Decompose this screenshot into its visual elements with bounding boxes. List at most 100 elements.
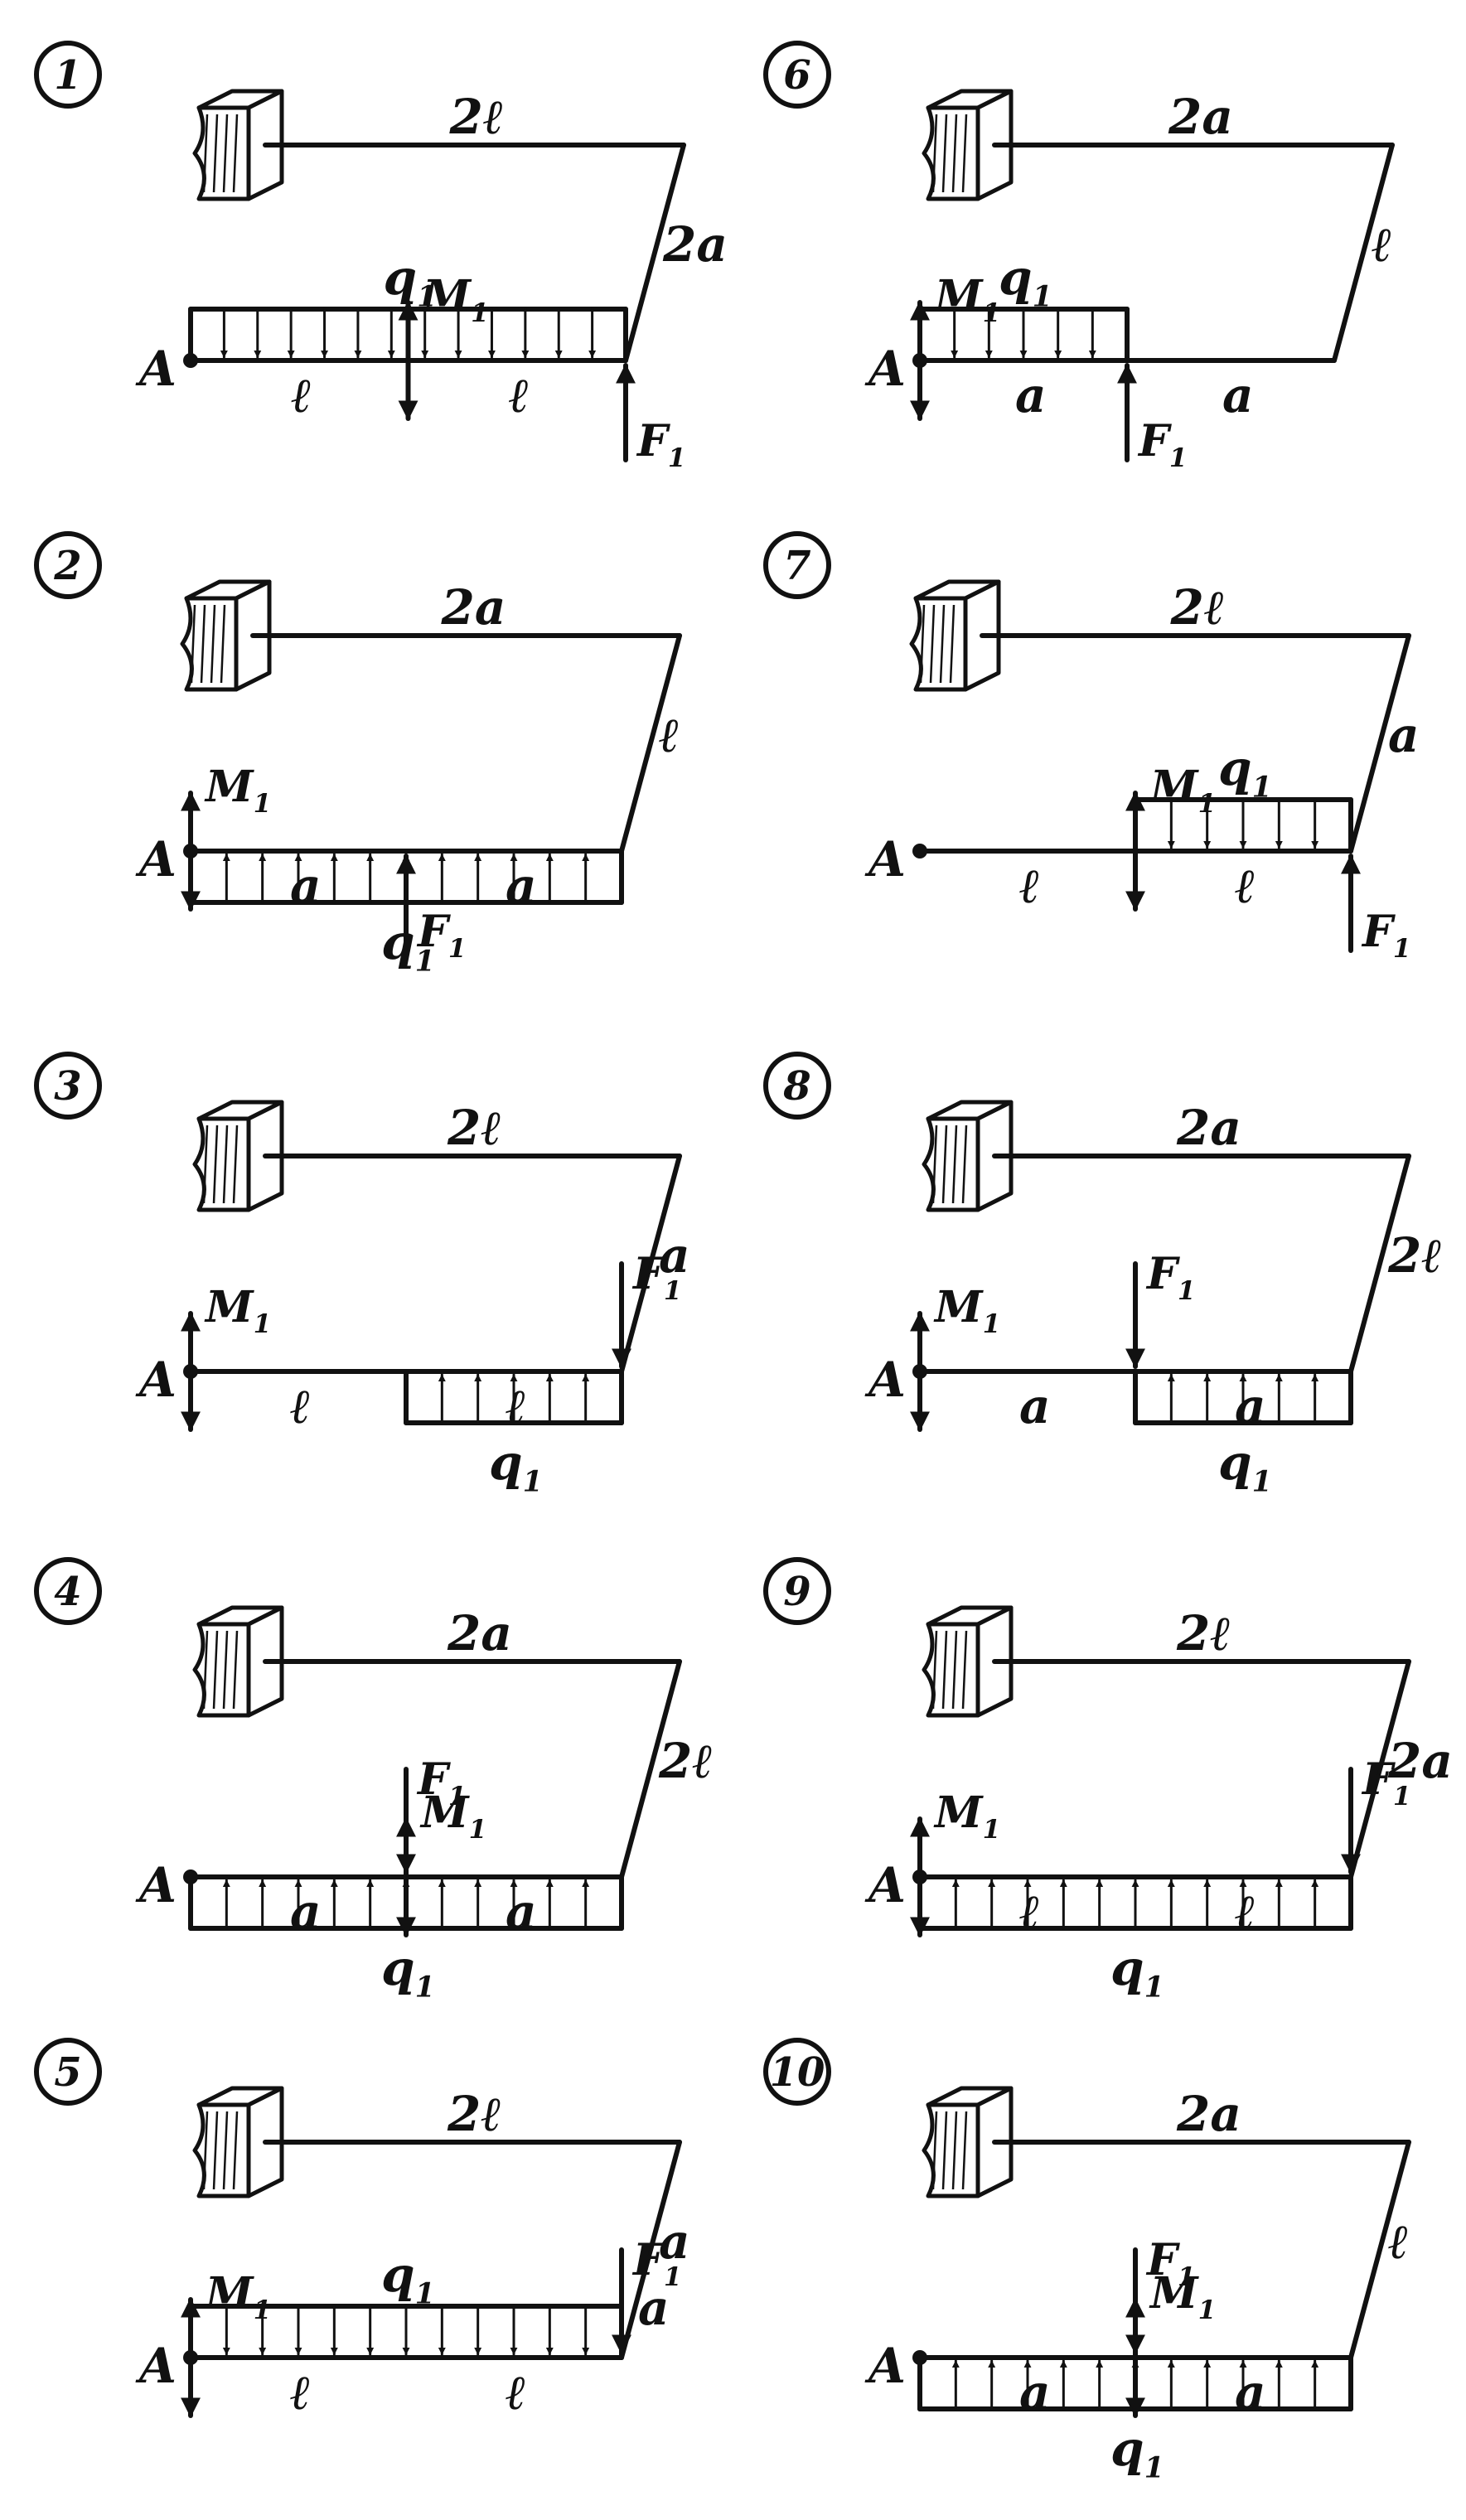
moment-m1-label: M1 [422,271,489,328]
side-length-label: 2ℓ [658,1733,713,1789]
top-length-label: 2a [1176,1100,1241,1156]
wall-hatch-line [951,114,958,193]
side-member-line [619,633,682,854]
diagram-number-badge: 4 [34,1557,102,1625]
wall-hatch-line [961,1125,968,1204]
wall-hatch-line [919,604,926,684]
load-q1-label: q1 [381,2247,435,2311]
point-a-label: A [135,341,177,397]
moment-m1-label: M1 [204,1282,271,1339]
distributed-load-q1 [188,2304,624,2360]
wall-hatch-line [939,604,946,684]
diagram-number: 9 [783,1569,810,1615]
fixed-support-wall [922,2086,1014,2198]
segment-2-label: a [1222,367,1254,423]
wall-hatch-line [202,1125,209,1204]
wall-hatch-line [931,1125,938,1204]
side-length-label-2: a [638,2280,670,2336]
segment-1-label: a [1019,1378,1051,1434]
moment-m1-label: M1 [933,1787,1000,1845]
side-length-label: ℓ [1372,216,1392,273]
wall-hatch-line [961,114,968,193]
diagram-number-badge: 1 [34,41,102,109]
wall-hatch-line [200,604,206,684]
wall-hatch-line [222,1630,229,1710]
load-q1-label: q1 [1218,740,1272,805]
wall-hatch-line [222,1125,229,1204]
side-length-label: a [659,1227,690,1284]
diagram-number-badge: 3 [34,1052,102,1120]
segment-1-label: ℓ [1019,1884,1040,1940]
wall-hatch-line [951,1125,958,1204]
diagram-number-badge: 2 [34,531,102,599]
force-f1-label: F1 [1361,1754,1411,1811]
point-a-label: A [864,1857,906,1913]
side-member-line [1348,633,1411,854]
point-a-label: A [135,1857,177,1913]
moment-m1-label: M1 [933,1282,1000,1339]
diagram-number-badge: 6 [763,41,831,109]
diagram-number-badge: 9 [763,1557,831,1625]
moment-m1-label: M1 [419,1787,486,1845]
point-a-marker [912,844,927,859]
diagram-number: 7 [783,543,810,589]
wall-hatch-line [202,1630,209,1710]
wall-hatch-line [202,2111,209,2190]
load-q1-label: q1 [1110,2421,1164,2485]
segment-1-label: a [290,858,322,914]
top-length-label: 2ℓ [1170,579,1225,636]
segment-1-label: a [1019,2364,1051,2421]
top-length-label: 2a [447,1605,512,1661]
wall-hatch-line [951,1630,958,1710]
fixed-support-wall [192,1100,284,1212]
wall-hatch-line [961,1630,968,1710]
side-length-label: a [659,2213,690,2270]
side-length-label: 2a [662,216,728,273]
segment-2-label: ℓ [1235,1884,1256,1940]
force-f1-label: F1 [416,907,467,964]
load-q1-label: q1 [1218,1434,1272,1499]
wall-hatch-line [210,604,216,684]
force-f1-label: F1 [631,2235,682,2292]
point-a-label: A [864,2338,906,2394]
segment-1-label: ℓ [290,1378,311,1434]
side-member-line [1332,143,1395,363]
side-length-label: 2a [1387,1733,1453,1789]
diagram-number: 3 [54,1063,81,1110]
segment-1-label: a [290,1884,322,1940]
diagram-number: 8 [782,1063,810,1110]
wall-hatch-line [951,2111,958,2190]
segment-2-label: ℓ [506,1378,526,1434]
side-member-line [619,2140,682,2360]
distributed-load-q1 [1133,1369,1353,1425]
top-length-label: 2ℓ [447,2086,501,2142]
load-q1-label: q1 [489,1434,543,1499]
point-a-label: A [135,1352,177,1408]
wall-hatch-line [931,1630,938,1710]
wall-hatch-line [929,604,936,684]
diagram-number: 10 [770,2049,825,2096]
point-a-label: A [135,831,177,888]
side-member-line [619,1154,682,1374]
force-f1-label: F1 [1137,416,1188,473]
wall-hatch-line [232,114,239,193]
moment-m1-label: M1 [933,271,1000,328]
side-member-line [619,1659,682,1879]
wall-hatch-line [212,114,219,193]
fixed-support-wall [909,579,1001,692]
point-a-label: A [135,2338,177,2394]
diagram-number-badge: 8 [763,1052,831,1120]
segment-1-label: a [1015,367,1047,423]
wall-hatch-line [220,604,226,684]
wall-hatch-line [190,604,196,684]
diagram-number: 1 [54,52,81,99]
fixed-support-wall [192,89,284,201]
segment-2-label: a [506,1884,537,1940]
